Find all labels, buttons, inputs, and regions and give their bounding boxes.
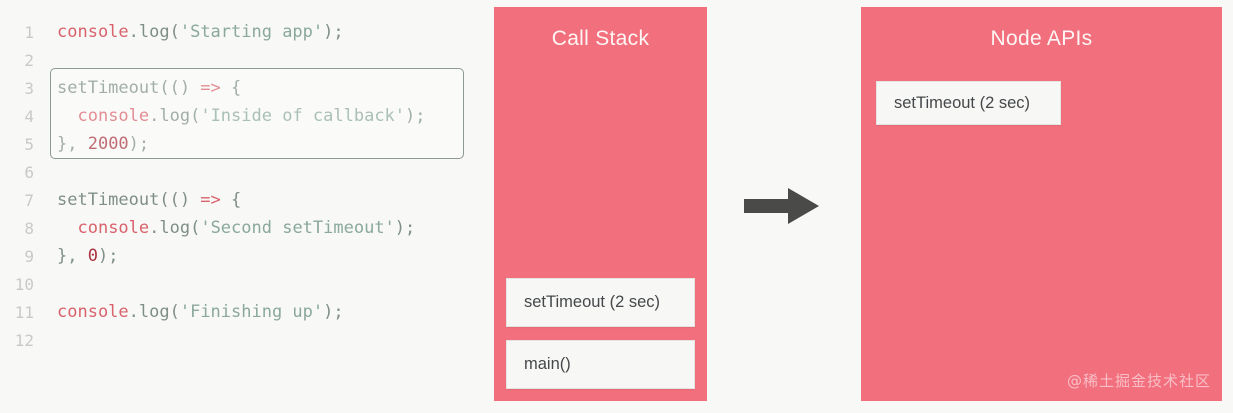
line-number: 3	[24, 79, 34, 98]
code-token: },	[57, 134, 88, 154]
code-line: 5}, 2000);	[0, 130, 480, 159]
code-token: .log(	[149, 218, 201, 238]
code-token: .log(	[149, 106, 201, 126]
code-line-text: }, 2000);	[57, 130, 149, 159]
call-stack-title: Call Stack	[551, 27, 650, 50]
code-line: 3 setTimeout(() => {	[0, 74, 480, 103]
line-number: 9	[24, 247, 34, 266]
code-token: console	[77, 218, 150, 238]
code-token: setTimeout(()	[57, 78, 201, 98]
code-line-text: setTimeout(() => {	[57, 74, 241, 103]
call-stack-frame[interactable]: main()	[506, 340, 695, 389]
line-number: 1	[24, 23, 34, 42]
code-line-text: console.log('Inside of callback');	[57, 102, 426, 131]
flow-arrow-right-icon	[744, 186, 820, 226]
code-token: console	[57, 302, 129, 322]
code-token: );	[323, 302, 344, 322]
code-line: 6	[0, 158, 480, 187]
watermark-label: @稀土掘金技术社区	[1066, 372, 1211, 390]
code-line-text: console.log('Second setTimeout');	[57, 214, 415, 243]
code-line: 10	[0, 270, 480, 299]
code-token	[57, 106, 77, 126]
code-line: 11 console.log('Finishing up');	[0, 298, 480, 327]
code-token: );	[97, 246, 119, 266]
line-number: 11	[14, 303, 34, 322]
line-number: 5	[24, 135, 34, 154]
code-token: .log(	[128, 302, 180, 322]
code-token: 0	[87, 246, 98, 266]
code-token: 2000	[87, 134, 129, 154]
node-apis-title: Node APIs	[990, 27, 1093, 50]
code-token: {	[220, 190, 242, 210]
line-number: 4	[24, 107, 34, 126]
code-line: 12	[0, 326, 480, 355]
code-line: 1 console.log('Starting app');	[0, 18, 480, 47]
code-line: 9}, 0);	[0, 242, 480, 271]
line-number: 7	[24, 191, 34, 210]
code-line: 7 setTimeout(() => {	[0, 186, 480, 215]
code-token: );	[128, 134, 150, 154]
code-token: 'Inside of callback'	[200, 106, 406, 126]
call-stack-frame[interactable]: setTimeout (2 sec)	[506, 278, 695, 327]
code-token: 'Starting app'	[179, 22, 324, 42]
code-token: =>	[200, 78, 221, 98]
code-token: );	[323, 22, 344, 42]
code-line: 4 console.log('Inside of callback');	[0, 102, 480, 131]
code-token: setTimeout(()	[57, 190, 201, 210]
line-number: 2	[24, 51, 34, 70]
code-token	[57, 218, 77, 238]
node-api-frame[interactable]: setTimeout (2 sec)	[876, 81, 1061, 125]
code-line-text: }, 0);	[57, 242, 118, 271]
code-line-text: console.log('Finishing up');	[57, 298, 344, 327]
code-token: .log(	[128, 22, 180, 42]
node-apis-panel: Node APIs setTimeout (2 sec) @稀土掘金技术社区	[861, 7, 1222, 401]
code-line-text: setTimeout(() => {	[57, 186, 241, 215]
code-token: 'Finishing up'	[179, 302, 324, 322]
code-token: 'Second setTimeout'	[200, 218, 395, 238]
code-line: 8 console.log('Second setTimeout');	[0, 214, 480, 243]
line-number: 12	[14, 331, 34, 350]
call-stack-panel: Call Stack setTimeout (2 sec) main()	[494, 7, 707, 401]
code-token: =>	[200, 190, 221, 210]
code-token: );	[405, 106, 426, 126]
line-number: 6	[24, 163, 34, 182]
code-line: 2	[0, 46, 480, 75]
code-token: {	[220, 78, 242, 98]
code-token: },	[57, 246, 88, 266]
code-line-text: console.log('Starting app');	[57, 18, 344, 47]
code-token: console	[77, 106, 150, 126]
line-number: 10	[14, 275, 34, 294]
code-token: console	[57, 22, 129, 42]
line-number: 8	[24, 219, 34, 238]
code-token: );	[394, 218, 416, 238]
